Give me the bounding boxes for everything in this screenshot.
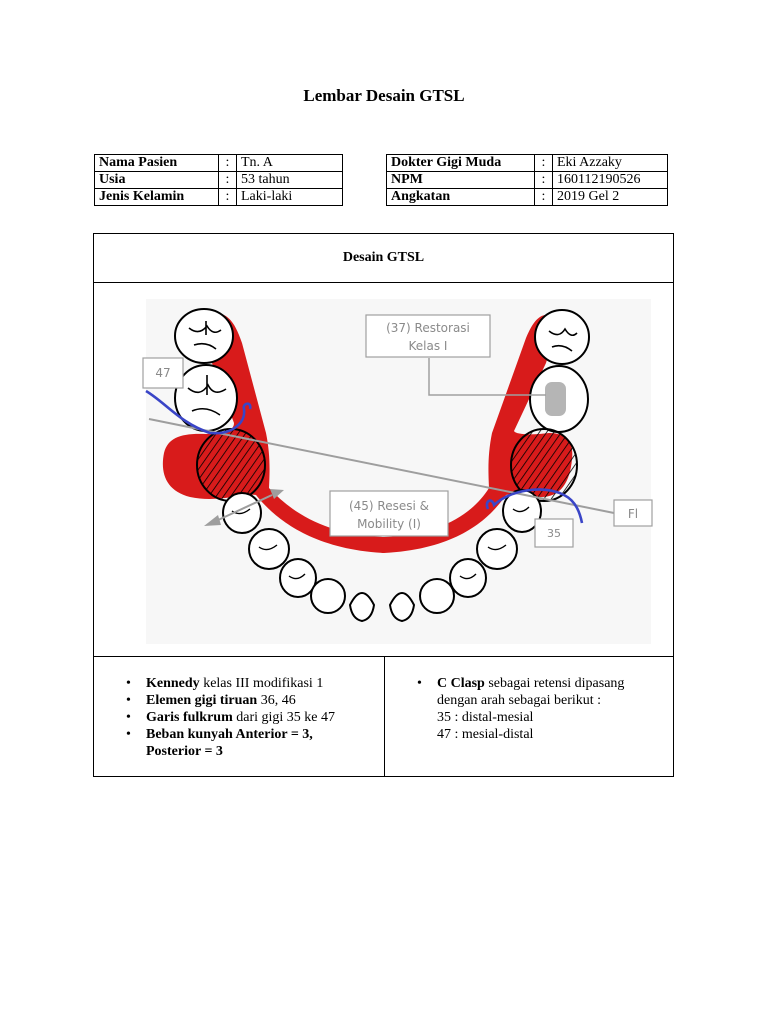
separator: : [218, 154, 237, 172]
svg-text:Fl: Fl [628, 507, 638, 521]
tooth-33 [449, 558, 487, 598]
label-usia: Usia [94, 171, 219, 189]
value-npm: 160112190526 [552, 171, 668, 189]
separator: : [534, 154, 553, 172]
clasp-47 [145, 389, 252, 435]
label-restorasi: (37) Restorasi Kelas I [365, 314, 491, 358]
label-nama-pasien: Nama Pasien [94, 154, 219, 172]
tooth-35 [502, 489, 542, 533]
label-angkatan: Angkatan [386, 188, 535, 206]
value-angkatan: 2019 Gel 2 [552, 188, 668, 206]
label-tooth-47: 47 [142, 357, 184, 389]
list-item: Elemen gigi tiruan 36, 46 [118, 692, 368, 709]
tooth-42 [310, 578, 346, 614]
svg-text:35: 35 [547, 527, 561, 540]
clasp-35 [485, 488, 584, 524]
list-item: Garis fulkrum dari gigi 35 ke 47 [118, 709, 368, 726]
separator: : [534, 171, 553, 189]
table-row: Jenis Kelamin : Laki-laki [94, 188, 343, 206]
notes-column-divider [384, 656, 385, 777]
tooth-34 [476, 528, 518, 570]
label-resesi: (45) Resesi & Mobility (I) [329, 490, 449, 537]
svg-text:Kelas I: Kelas I [409, 339, 448, 353]
doctor-info-table: Dokter Gigi Muda : Eki Azzaky NPM : 1601… [386, 154, 668, 206]
tooth-right-molar-37 [529, 365, 589, 433]
tooth-41 [348, 592, 376, 623]
value-usia: 53 tahun [236, 171, 343, 189]
notes-right-list: C Clasp sebagai retensi dipasang dengan … [409, 675, 659, 743]
svg-text:47: 47 [155, 366, 170, 380]
denture-design-illustration: (37) Restorasi Kelas I 47 (45) Resesi & … [142, 299, 653, 644]
separator: : [534, 188, 553, 206]
notes-left-list: Kennedy kelas III modifikasi 1 Elemen gi… [118, 675, 368, 760]
value-nama-pasien: Tn. A [236, 154, 343, 172]
separator: : [218, 171, 237, 189]
label-npm: NPM [386, 171, 535, 189]
tooth-44 [248, 528, 290, 570]
table-row: NPM : 160112190526 [386, 171, 668, 189]
table-row: Nama Pasien : Tn. A [94, 154, 343, 172]
label-jenis-kelamin: Jenis Kelamin [94, 188, 219, 206]
tooth-right-molar-1 [534, 309, 590, 365]
fulcrum-line [148, 418, 615, 514]
patient-info-table: Nama Pasien : Tn. A Usia : 53 tahun Jeni… [94, 154, 343, 206]
notes-divider [94, 656, 673, 657]
tooth-43 [279, 558, 317, 598]
tooth-right-hatched-36 [510, 428, 578, 502]
clasp-direction-35: 35 : distal-mesial [437, 710, 534, 725]
tooth-45 [222, 492, 262, 534]
tooth-left-molar-1 [174, 308, 234, 364]
value-dokter: Eki Azzaky [552, 154, 668, 172]
page-title: Lembar Desain GTSL [303, 86, 465, 105]
list-item: Beban kunyah Anterior = 3,Posterior = 3 [118, 726, 368, 760]
list-item: C Clasp sebagai retensi dipasang dengan … [409, 675, 659, 743]
table-row: Dokter Gigi Muda : Eki Azzaky [386, 154, 668, 172]
svg-text:(37) Restorasi: (37) Restorasi [386, 321, 470, 335]
mobility-arrow-icon [204, 489, 284, 526]
svg-text:(45) Resesi &: (45) Resesi & [349, 499, 429, 513]
list-item: Kennedy kelas III modifikasi 1 [118, 675, 368, 692]
tooth-31 [388, 592, 416, 623]
label-dokter-gigi-muda: Dokter Gigi Muda [386, 154, 535, 172]
label-tooth-35: 35 [534, 518, 574, 548]
clasp-direction-47: 47 : mesial-distal [437, 727, 534, 742]
tooth-32 [419, 578, 455, 614]
value-jenis-kelamin: Laki-laki [236, 188, 343, 206]
restorasi-leader-line [428, 358, 546, 396]
design-heading: Desain GTSL [94, 234, 673, 283]
separator: : [218, 188, 237, 206]
svg-text:Mobility (I): Mobility (I) [357, 517, 421, 531]
design-frame: Desain GTSL [93, 233, 674, 777]
label-fl: Fl [613, 499, 653, 527]
restoration-fill [545, 382, 566, 416]
table-row: Angkatan : 2019 Gel 2 [386, 188, 668, 206]
denture-base [162, 313, 573, 553]
table-row: Usia : 53 tahun [94, 171, 343, 189]
